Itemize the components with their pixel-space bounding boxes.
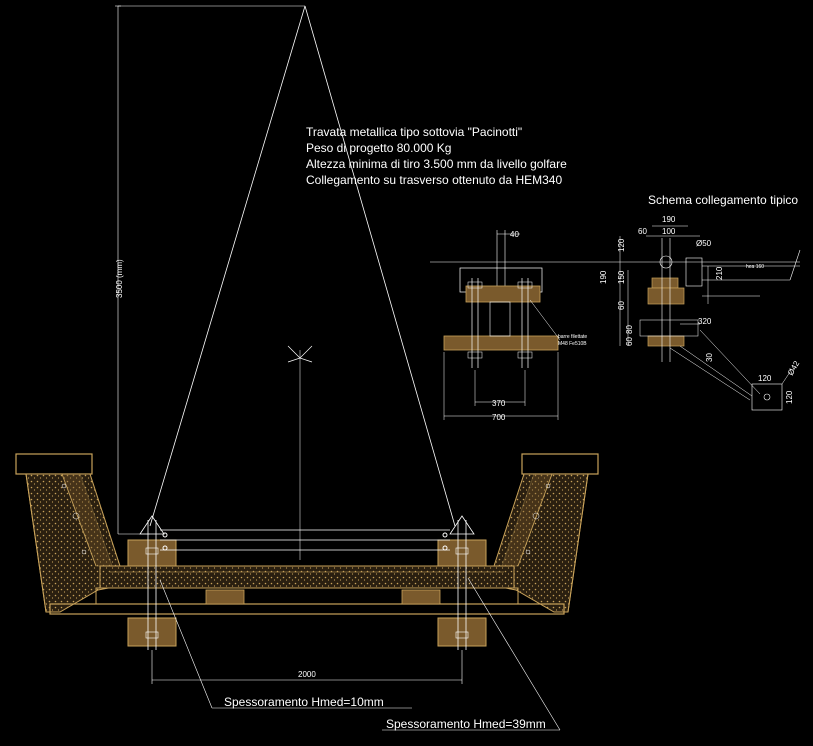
dim-30: 30: [705, 353, 714, 362]
dim-320: 320: [698, 317, 712, 326]
dim-60: 60: [638, 227, 647, 236]
lifting-cables: [115, 5, 456, 560]
dim-190: 190: [662, 215, 676, 224]
dim-370: 370: [492, 399, 506, 408]
plate-detail: [430, 230, 800, 420]
dim-60v: 60: [617, 301, 626, 310]
callout-right: Spessoramento Hmed=39mm: [386, 717, 546, 731]
callout-leaders: [159, 577, 561, 731]
dim-120c: 120: [785, 390, 794, 404]
dim-phi50: Ø50: [696, 239, 712, 248]
dim-700: 700: [492, 413, 506, 422]
dim-150: 150: [617, 270, 626, 284]
dim-80: 80: [625, 325, 634, 334]
detail-title: Schema collegamento tipico: [648, 193, 798, 207]
label-hea: hea 160: [746, 264, 764, 270]
label-barre-1: barre filettate: [558, 334, 587, 340]
note-line-3: Altezza minima di tiro 3.500 mm da livel…: [306, 157, 567, 171]
notes-block: Travata metallica tipo sottovia "Pacinot…: [306, 125, 567, 187]
note-line-2: Peso di progetto 80.000 Kg: [306, 141, 451, 155]
dim-60b: 60: [625, 337, 634, 346]
dim-phi42: Ø42: [786, 359, 802, 377]
dim-100: 100: [662, 227, 676, 236]
height-dimension: 3500 (mm): [115, 259, 124, 298]
span-dimension: [151, 650, 463, 684]
connection-detail: [619, 225, 801, 411]
callout-left: Spessoramento Hmed=10mm: [224, 695, 384, 709]
span-label: 2000: [298, 670, 316, 679]
note-line-1: Travata metallica tipo sottovia "Pacinot…: [306, 125, 522, 139]
note-line-4: Collegamento su trasverso ottenuto da HE…: [306, 173, 562, 187]
dim-120a: 120: [617, 238, 626, 252]
wall-bolts: [61, 483, 551, 555]
dim-210: 210: [715, 266, 724, 280]
dim-40: 40: [510, 230, 519, 239]
dim-120b: 120: [758, 374, 772, 383]
label-barre-2: M48 Fe510B: [558, 341, 587, 347]
dim-190v: 190: [599, 270, 608, 284]
main-section: [15, 453, 599, 650]
